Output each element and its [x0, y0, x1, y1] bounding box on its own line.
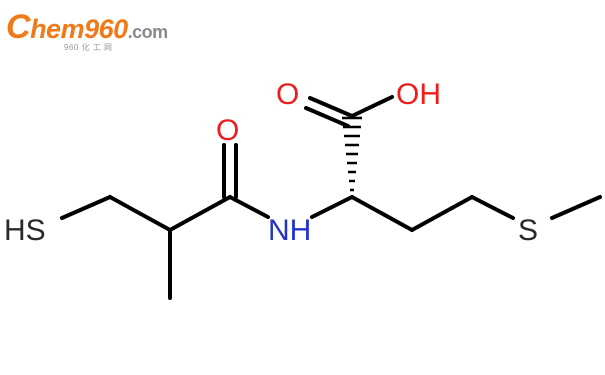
bond-ch-carbonyl — [168, 195, 232, 232]
atom-label-acid-oxygen: O — [276, 78, 299, 111]
atom-label-hydroxyl: OH — [396, 78, 441, 111]
bond-acid-oh — [350, 95, 394, 118]
logo-brand-text: hem960 — [30, 14, 128, 44]
stereo-hash-bond — [342, 116, 362, 192]
bond-s-methyl — [550, 195, 602, 220]
logo-tld: .com — [127, 22, 169, 42]
bond-ch2-ch2 — [410, 195, 474, 232]
atom-label-thioether: S — [518, 214, 538, 247]
bond-carbonyl-n — [228, 195, 270, 219]
logo-subtitle: 960 化 工 网 — [64, 43, 113, 52]
bond-s-ch2 — [60, 195, 112, 220]
chem960-logo: Chem960.com 960 化 工 网 — [6, 8, 168, 54]
bond-n-calpha — [310, 195, 354, 219]
bond-lines — [60, 95, 602, 300]
bond-calpha-ch2 — [350, 195, 414, 232]
bond-acid-double-a — [308, 96, 354, 118]
bond-ch2-ch — [108, 195, 172, 232]
atom-label-thiol: HS — [4, 214, 46, 247]
atom-label-amine: NH — [268, 214, 311, 247]
atom-label-amide-oxygen: O — [216, 114, 239, 147]
logo-c-letter: C — [6, 8, 31, 46]
logo-wordmark: Chem960.com — [6, 8, 168, 47]
bond-ch2-s — [470, 195, 515, 220]
bond-acid-double-b — [304, 106, 350, 128]
